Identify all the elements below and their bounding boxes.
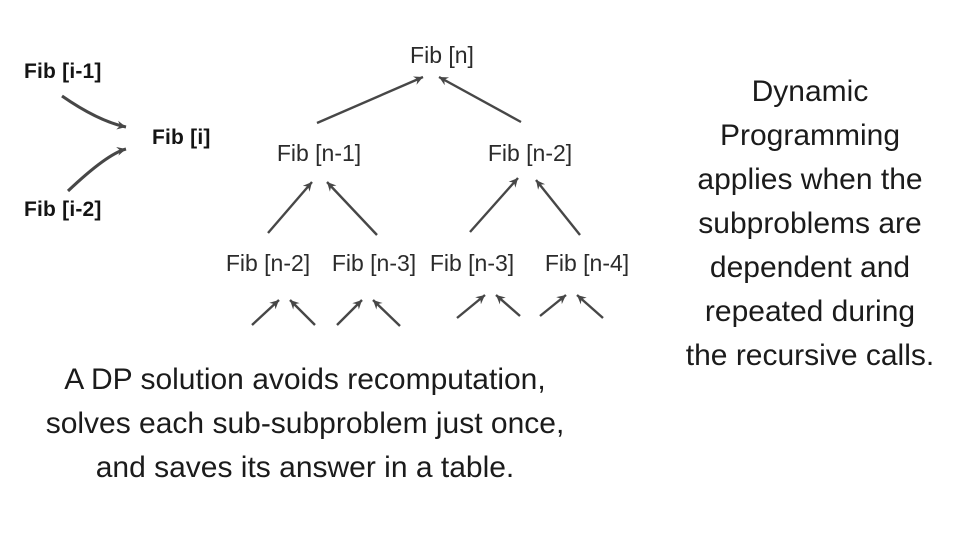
bottom-note-line: and saves its answer in a table. [95,451,515,484]
fib-i-label: Fib [i] [152,126,211,149]
bottom-note-line: A DP solution avoids recomputation, [64,363,546,396]
right-note: Dynamic Programming applies when the sub… [660,70,960,378]
chevron-1-right-icon [289,299,316,326]
right-note-line: the recursive calls. [685,339,935,372]
right-note-line: Dynamic [751,75,869,108]
tree-node-n1-label: Fib [n-1] [276,140,362,166]
bottom-note-line: solves each sub-subproblem just once, [45,407,565,440]
fib-i-minus-2-label: Fib [i-2] [24,198,102,221]
edge-n3a-to-n1-icon [326,181,378,236]
tree-leaf-n4-label: Fib [n-4] [544,250,630,276]
curved-arrow-bottom-icon [66,146,127,193]
tree-root-label: Fib [n] [410,42,474,68]
tree-leaf-n3b-label: Fib [n-3] [429,250,515,276]
edge-n4-to-n2-icon [535,179,581,236]
curved-arrow-top-icon [61,94,127,130]
tree-edges [267,75,581,236]
continuation-chevrons [251,294,604,327]
chevron-3-left-icon [456,294,486,319]
tree-leaf-n2-label: Fib [n-2] [225,250,311,276]
edge-n1-to-n-icon [316,75,424,125]
fib-i-minus-1-label: Fib [i-1] [24,60,102,83]
chevron-3-right-icon [495,294,521,317]
chevron-2-left-icon [336,299,363,326]
chevron-4-right-icon [576,294,604,319]
relation-arrows [61,94,127,193]
edge-n2a-to-n1-icon [267,181,313,234]
chevron-2-right-icon [372,299,401,327]
tree-node-n2-label: Fib [n-2] [487,140,573,166]
tree-leaf-n3a-label: Fib [n-3] [331,250,417,276]
bottom-note: A DP solution avoids recomputation, solv… [10,358,600,490]
right-note-line: Programming [719,119,901,152]
edge-n3b-to-n2-icon [469,177,519,233]
chevron-4-left-icon [539,294,567,317]
right-note-line: subproblems are [698,207,922,240]
right-note-line: dependent and [709,251,911,284]
right-note-line: applies when the [697,163,923,196]
edge-n2-to-n-icon [438,75,522,124]
chevron-1-left-icon [251,299,280,326]
right-note-line: repeated during [704,295,916,328]
